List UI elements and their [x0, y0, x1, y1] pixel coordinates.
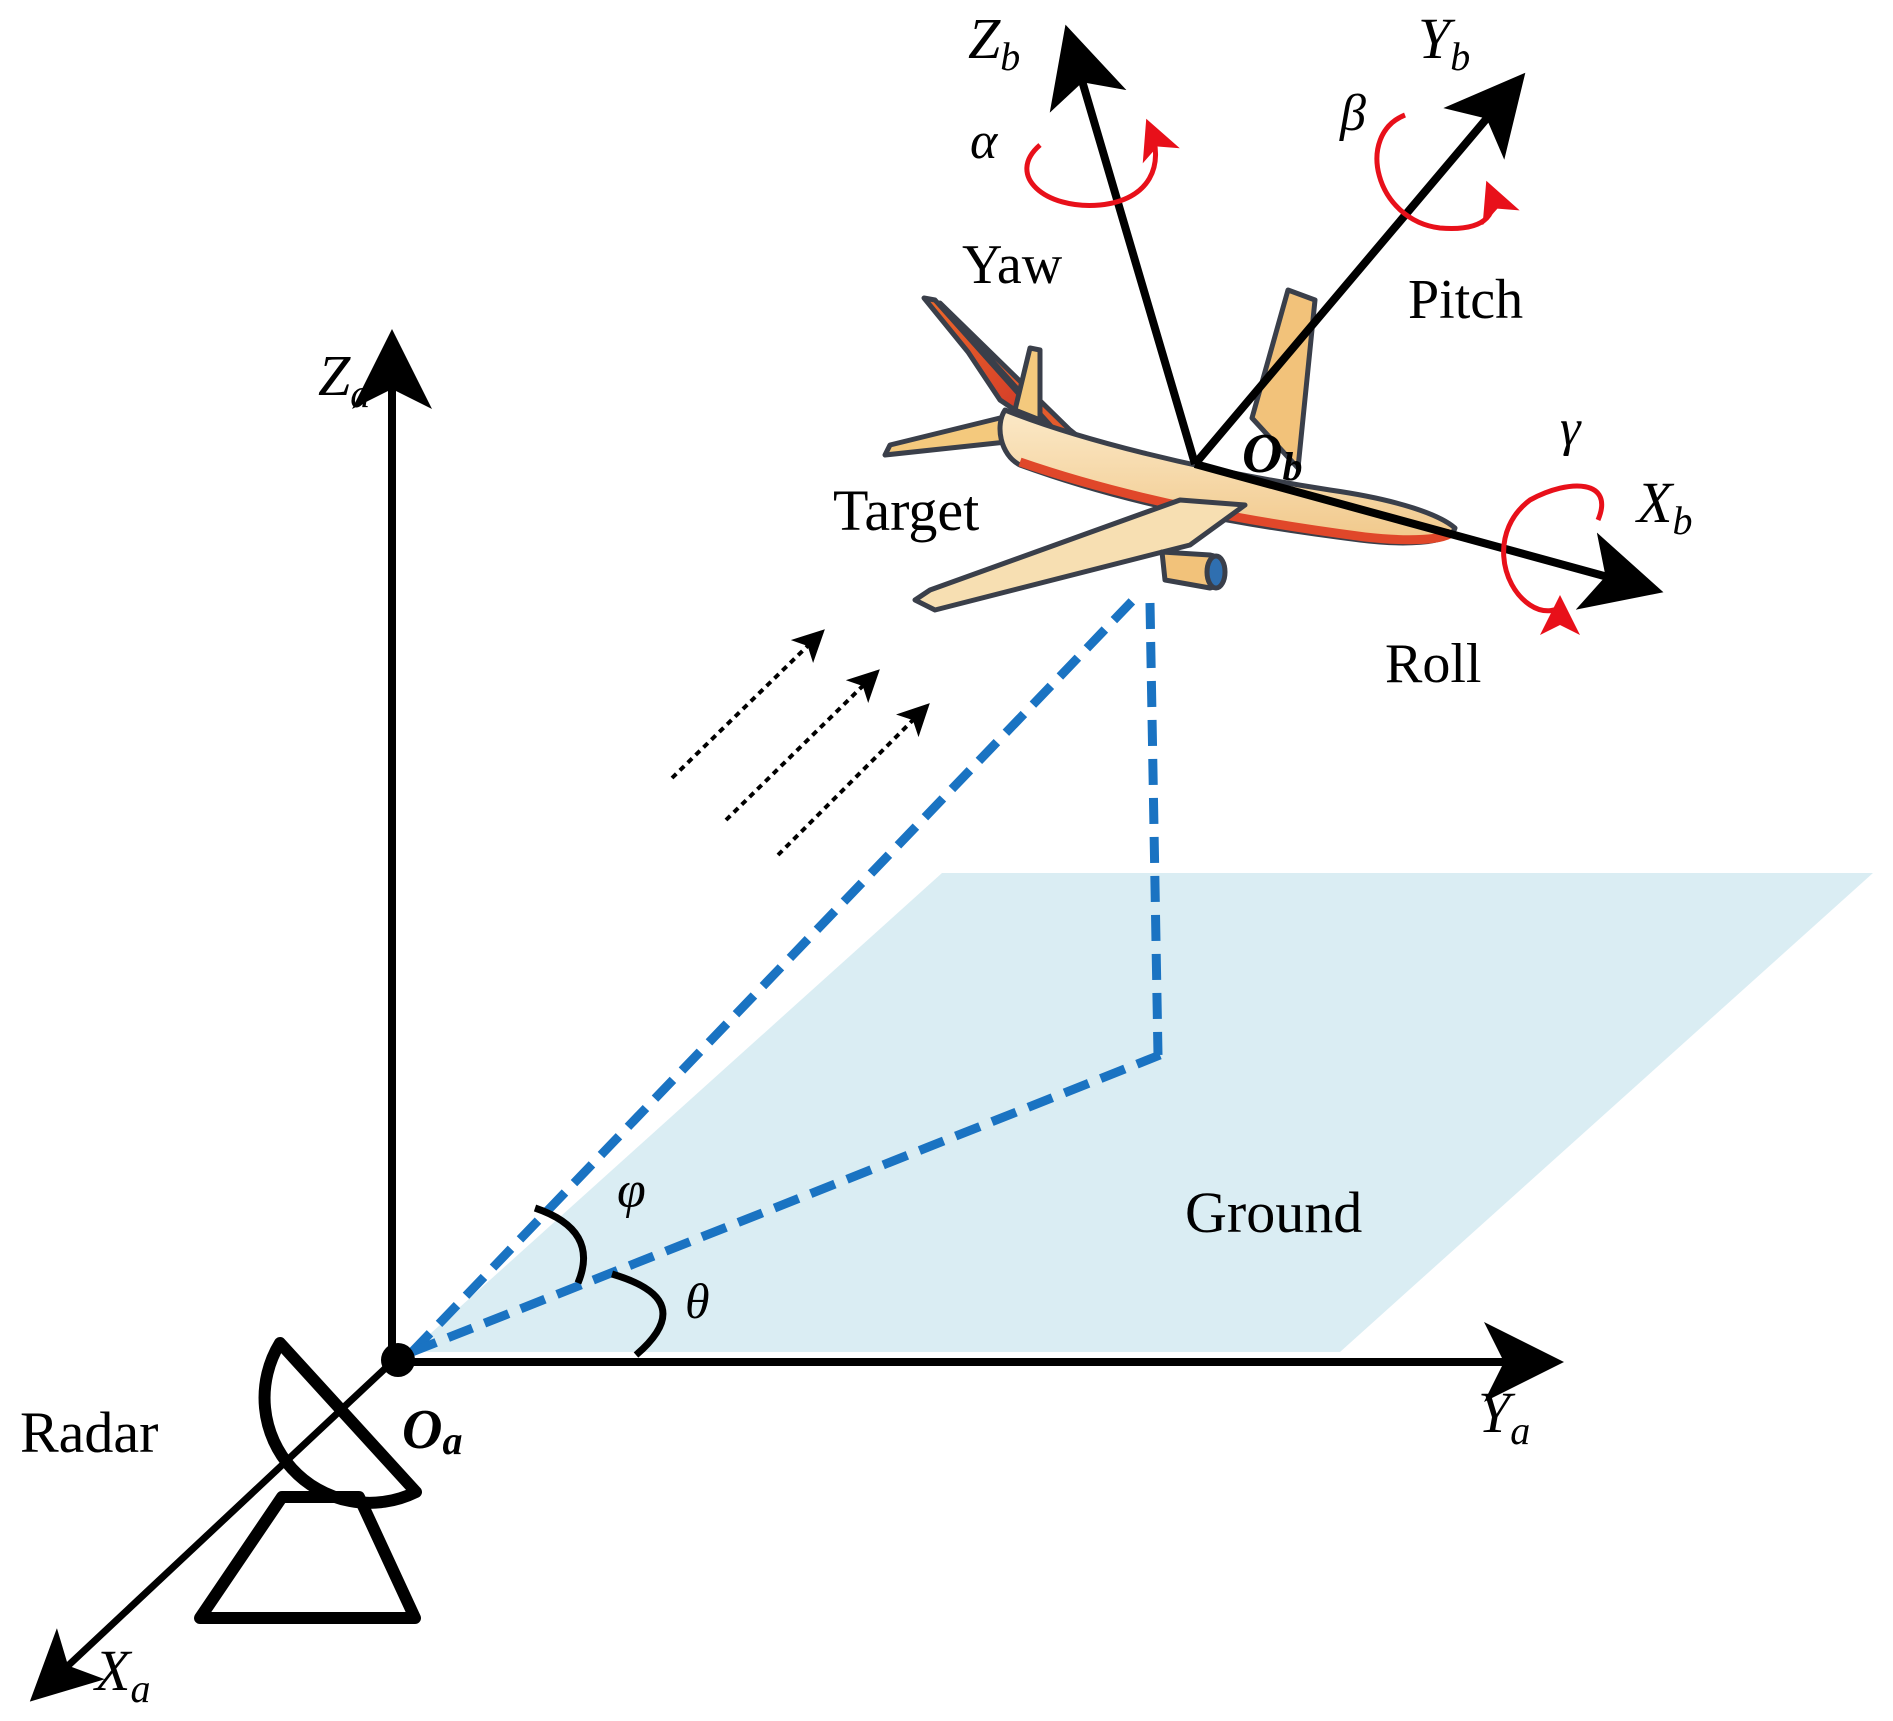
airplane-target-icon — [882, 287, 1458, 613]
beta-label: β — [1339, 85, 1366, 142]
phi-label: φ — [617, 1162, 646, 1219]
theta-label: θ — [685, 1273, 710, 1329]
slant-range-line — [408, 591, 1142, 1356]
line-of-sight-group — [408, 591, 1163, 1357]
yb-axis — [1191, 72, 1526, 467]
pitch-label: Pitch — [1408, 269, 1523, 331]
radar-dish-icon — [258, 1337, 422, 1509]
target-label: Target — [833, 478, 979, 543]
zb-label: Zb — [968, 6, 1020, 79]
xb-axis — [1193, 460, 1664, 610]
elevation-angle-arc — [533, 1204, 588, 1285]
stabilizer-fin-icon — [1012, 345, 1043, 423]
xa-label: Xa — [93, 1638, 150, 1711]
xa-axis — [29, 1359, 395, 1702]
ground-label: Ground — [1185, 1180, 1362, 1245]
yaw-label: Yaw — [962, 234, 1063, 296]
azimuth-angle-arc — [611, 1270, 667, 1358]
oa-label: Oa — [402, 1399, 462, 1463]
roll-label: Roll — [1385, 633, 1481, 695]
near-wing-icon — [912, 497, 1248, 613]
wave-arrow-3 — [776, 703, 930, 857]
roll-rotation-arrow-icon — [1501, 483, 1605, 636]
pitch-rotation-arrow-icon — [1374, 112, 1520, 231]
origin-oa-dot — [381, 1343, 415, 1377]
radar-antenna-icon — [194, 1337, 422, 1624]
rotation-arrows — [1024, 112, 1605, 636]
ob-label: Ob — [1242, 423, 1302, 489]
yb-label: Yb — [1418, 6, 1470, 79]
alpha-label: α — [970, 113, 999, 170]
ya-label: Ya — [1478, 1380, 1530, 1453]
yaw-rotation-arrow-icon — [1024, 118, 1180, 208]
ground-projection-line — [410, 1050, 1162, 1357]
za-label: Za — [318, 343, 370, 416]
ground-plane — [410, 873, 1873, 1352]
altitude-line — [1145, 602, 1163, 1056]
xb-label: Xb — [1635, 470, 1692, 543]
wave-arrow-2 — [724, 669, 880, 822]
engine-intake-icon — [1204, 553, 1228, 591]
radar-wave-arrows — [670, 629, 930, 857]
zb-axis — [1049, 24, 1199, 466]
radar-stand-icon — [194, 1491, 421, 1624]
fuselage-stripe-icon — [1018, 457, 1456, 545]
radar-label: Radar — [20, 1400, 159, 1465]
gamma-label: γ — [1560, 400, 1582, 457]
wave-arrow-1 — [670, 629, 825, 780]
